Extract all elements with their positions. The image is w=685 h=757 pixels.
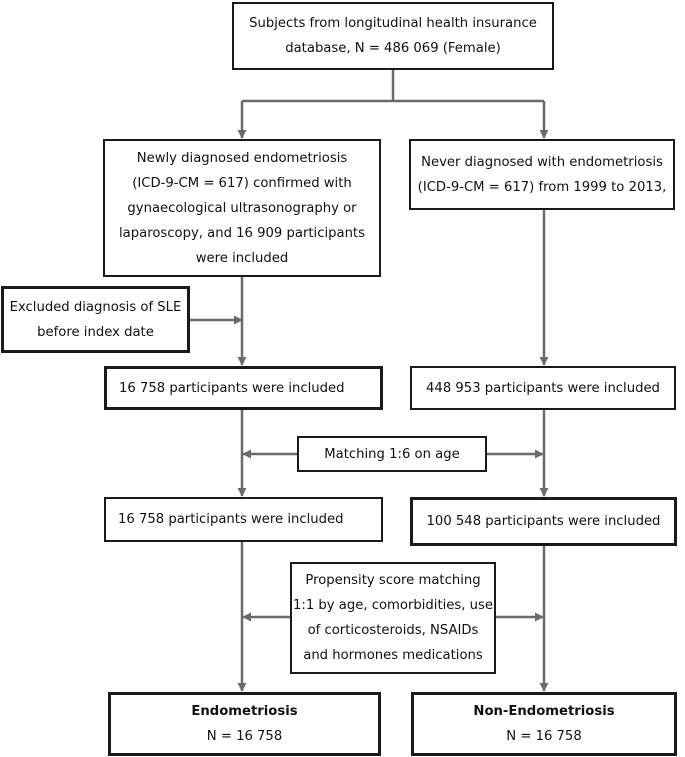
propensity-matching-box: Propensity score matching 1:1 by age, co… (290, 562, 496, 674)
newly-diagnosed-line-3: gynaecological ultrasonography or (127, 200, 357, 216)
right-included-box-2: 100 548 participants were included (410, 497, 677, 546)
endometriosis-title: Endometriosis (191, 704, 298, 719)
excluded-sle-line-1: Excluded diagnosis of SLE (9, 299, 182, 315)
right-included-label-1: 448 953 participants were included (426, 380, 660, 396)
source-population-line-2: database, N = 486 069 (Female) (285, 41, 501, 56)
propensity-line-2: 1:1 by age, comorbidities, use (293, 598, 494, 613)
newly-diagnosed-line-5: were included (195, 250, 289, 266)
matching-age-box: Matching 1:6 on age (297, 436, 487, 472)
never-diagnosed-line-1: Never diagnosed with endometriosis (421, 154, 663, 170)
left-included-box-1: 16 758 participants were included (104, 366, 383, 410)
non-endometriosis-count: N = 16 758 (506, 729, 582, 744)
non-endometriosis-box: Non-Endometriosis N = 16 758 (411, 692, 677, 756)
left-included-label-2: 16 758 participants were included (118, 512, 344, 527)
propensity-line-4: and hormones medications (303, 648, 483, 663)
endometriosis-count: N = 16 758 (206, 729, 283, 744)
source-population-line-1: Subjects from longitudinal health insura… (249, 16, 537, 31)
non-endometriosis-title: Non-Endometriosis (473, 704, 615, 719)
left-included-label-1: 16 758 participants were included (119, 380, 345, 396)
endometriosis-box: Endometriosis N = 16 758 (108, 692, 381, 756)
source-population-box: Subjects from longitudinal health insura… (232, 2, 554, 70)
propensity-line-1: Propensity score matching (305, 573, 481, 588)
left-included-box-2: 16 758 participants were included (104, 497, 383, 542)
newly-diagnosed-box: Newly diagnosed endometriosis (ICD-9-CM … (103, 139, 381, 277)
newly-diagnosed-line-1: Newly diagnosed endometriosis (136, 150, 348, 166)
right-included-box-1: 448 953 participants were included (410, 366, 676, 410)
right-included-label-2: 100 548 participants were included (426, 514, 661, 529)
matching-age-label: Matching 1:6 on age (324, 446, 460, 462)
newly-diagnosed-line-2: (ICD-9-CM = 617) confirmed with (132, 175, 352, 191)
never-diagnosed-line-2: (ICD-9-CM = 617) from 1999 to 2013, (417, 179, 667, 195)
newly-diagnosed-line-4: laparoscopy, and 16 909 participants (119, 225, 365, 241)
excluded-sle-box: Excluded diagnosis of SLE before index d… (1, 286, 190, 353)
never-diagnosed-box: Never diagnosed with endometriosis (ICD-… (409, 139, 675, 210)
excluded-sle-line-2: before index date (37, 324, 154, 340)
propensity-line-3: of corticosteroids, NSAIDs (307, 623, 479, 638)
